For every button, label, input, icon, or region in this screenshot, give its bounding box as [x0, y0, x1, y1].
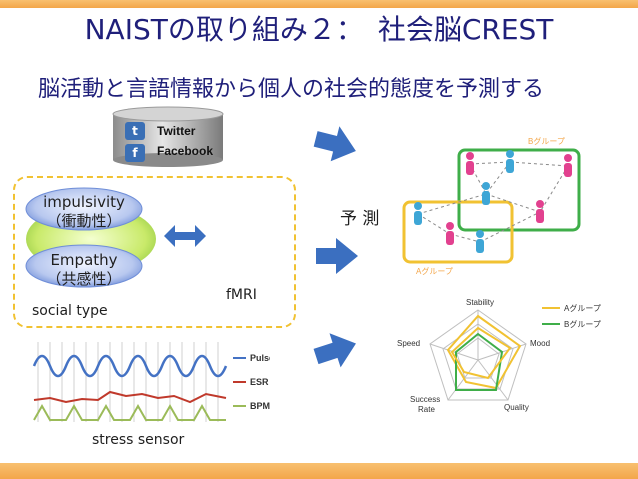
stress-sensor-label: stress sensor	[92, 432, 185, 448]
esr-line	[33, 390, 227, 404]
bpm-line	[33, 403, 226, 421]
twitter-icon: t	[125, 122, 145, 140]
impulsivity-jp: （衝動性）	[46, 212, 122, 230]
pulse-wave	[32, 354, 228, 378]
bottom-decor-band	[0, 463, 638, 479]
group-network-diagram: Bグループ Aグループ	[402, 136, 581, 276]
person-icons	[414, 150, 572, 253]
group-a-label: Aグループ	[416, 266, 453, 276]
group-b-box	[457, 148, 581, 232]
radar-legend-b-label: Bグループ	[564, 319, 601, 329]
radar-legend-a-label: Aグループ	[564, 303, 601, 313]
impulsivity-label: impulsivity （衝動性）	[24, 193, 144, 231]
social-type-label: social type	[32, 303, 108, 319]
empathy-label: Empathy （共感性）	[24, 251, 144, 289]
empathy-ellipse	[25, 244, 143, 288]
slide-title: NAISTの取り組み２： 社会脳CREST	[84, 13, 554, 46]
top-decor-band	[0, 0, 638, 8]
fmri-label: fMRI	[226, 287, 257, 303]
double-arrow-icon	[164, 225, 206, 247]
group-b-label: Bグループ	[528, 136, 565, 146]
radar-axis-quality: Quality	[504, 403, 529, 412]
group-a-box	[402, 200, 514, 264]
slide-subtitle: 脳活動と言語情報から個人の社会的態度を予測する	[38, 77, 545, 102]
pulse-legend-label: Pulse	[250, 353, 270, 363]
radar-axis-speed: Speed	[397, 339, 420, 348]
sensor-grid	[37, 342, 219, 422]
stress-sensor-chart: Pulse ESR BPM	[32, 342, 270, 422]
facebook-label: Facebook	[157, 144, 214, 158]
radar-series-group-a-inner	[450, 326, 512, 380]
arrow-up-right-icon	[313, 333, 356, 368]
esr-legend-label: ESR	[250, 377, 269, 387]
arrow-right-icon	[313, 126, 356, 162]
radar-series-group-b	[455, 332, 504, 391]
empathy-en: Empathy	[50, 251, 118, 269]
empathy-jp: （共感性）	[46, 270, 122, 288]
facebook-icon: f	[125, 144, 145, 162]
prediction-label: 予 測	[340, 209, 380, 229]
bpm-legend-label: BPM	[250, 401, 270, 411]
social-media-database: t f Twitter Facebook	[111, 106, 225, 168]
radar-grid	[429, 309, 527, 401]
radar-axis-stability: Stability	[466, 298, 494, 307]
radar-series-group-a	[446, 314, 522, 390]
impulsivity-en: impulsivity	[43, 193, 125, 211]
impulsivity-ellipse	[25, 187, 143, 231]
arrow-right-icon	[316, 238, 358, 274]
social-type-box	[13, 176, 296, 328]
brain-trait-ellipses	[25, 187, 156, 288]
radar-axis-mood: Mood	[530, 339, 550, 348]
twitter-label: Twitter	[157, 124, 196, 138]
